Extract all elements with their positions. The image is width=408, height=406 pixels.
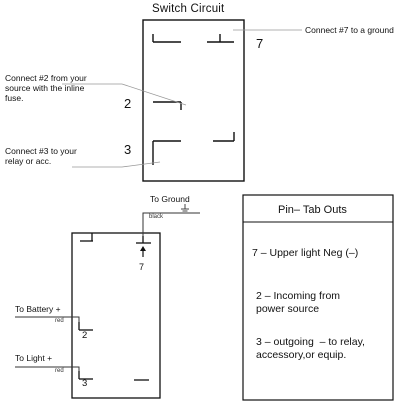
battery-red-label: red <box>55 318 64 324</box>
switch-circuit-drawing <box>142 19 245 182</box>
pin-item-3: 3 – outgoing – to relay, accessory,or eq… <box>256 336 365 362</box>
note-pin-7: Connect #7 to a ground <box>305 25 394 35</box>
note-pin-3: Connect #3 to your relay or acc. <box>5 146 77 166</box>
callout-line-2 <box>62 83 187 106</box>
wires <box>15 212 200 371</box>
wiring-pin-7: 7 <box>139 262 145 272</box>
ground-symbol-icon <box>181 204 189 212</box>
switch-body-outline-2 <box>71 232 161 399</box>
pin-item-2: 2 – Incoming from power source <box>256 290 341 316</box>
to-ground-label: To Ground <box>150 194 190 204</box>
arrow-up-icon <box>140 246 146 257</box>
black-wire-label: black <box>149 214 164 220</box>
pin-item-7: 7 – Upper light Neg (–) <box>252 247 359 259</box>
wiring-pin-3: 3 <box>82 378 88 389</box>
switch-label-2: 2 <box>124 96 132 111</box>
switch-label-3: 3 <box>124 142 132 157</box>
pin-tab-outs-box <box>242 194 394 401</box>
light-wire <box>15 366 80 371</box>
to-light-label: To Light + <box>15 353 53 363</box>
callout-lines <box>62 29 302 168</box>
switch-circuit-title: Switch Circuit <box>152 3 225 15</box>
wiring-pin-2: 2 <box>82 330 88 341</box>
switch-label-7: 7 <box>256 36 264 51</box>
note-pin-2: Connect #2 from your source with the inl… <box>5 73 87 103</box>
pin-tab-outs-title: Pin– Tab Outs <box>278 204 347 216</box>
callout-line-3 <box>72 161 161 168</box>
ground-wire <box>142 212 200 236</box>
switch-body-outline <box>142 19 245 182</box>
battery-wire <box>15 316 80 322</box>
light-red-label: red <box>55 368 64 374</box>
wiring-drawing <box>71 232 161 399</box>
to-battery-label: To Battery + <box>15 304 61 314</box>
